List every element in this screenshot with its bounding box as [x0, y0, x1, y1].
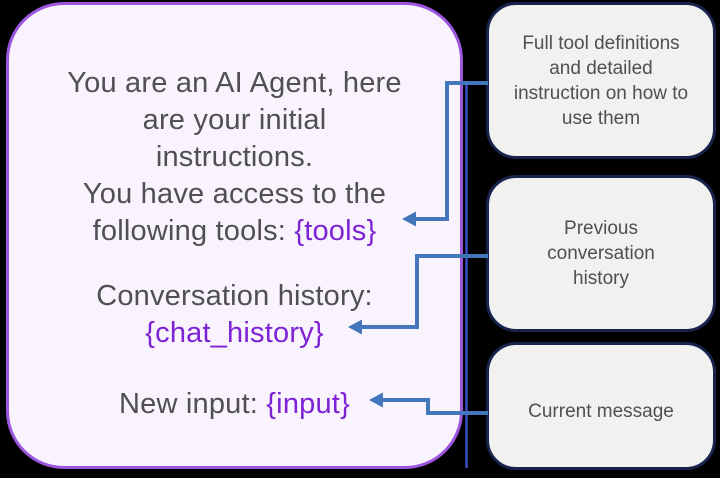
prompt-line-5: following tools: {tools}	[23, 213, 446, 250]
prompt-line-3: instructions.	[155, 141, 314, 173]
prompt-line-1: You are an AI Agent, here	[67, 67, 402, 99]
prompt-template-box: You are an AI Agent, here are your initi…	[6, 2, 463, 469]
prompt-line-2: are your initial	[142, 104, 327, 136]
input-placeholder: {input}	[266, 388, 350, 420]
annotation-box-history: Previous conversation history	[486, 175, 716, 332]
annotation-box-tools: Full tool definitions and detailed instr…	[486, 2, 716, 159]
prompt-line-5-label: following tools:	[92, 215, 295, 247]
tools-placeholder: {tools}	[294, 215, 377, 247]
prompt-line-8-label: New input:	[119, 388, 267, 420]
annotation-history-label: Previous conversation history	[547, 218, 655, 289]
prompt-line-6: Conversation history:	[96, 280, 373, 312]
chat-history-placeholder: {chat_history}	[145, 317, 324, 349]
prompt-line-8: New input: {input}	[23, 386, 446, 423]
prompt-template-text: You are an AI Agent, here are your initi…	[23, 65, 446, 423]
prompt-line-4: You have access to the	[82, 178, 387, 210]
annotation-box-input: Current message	[486, 342, 716, 470]
annotation-input-label: Current message	[528, 400, 674, 422]
annotation-tools-label: Full tool definitions and detailed instr…	[513, 32, 689, 129]
